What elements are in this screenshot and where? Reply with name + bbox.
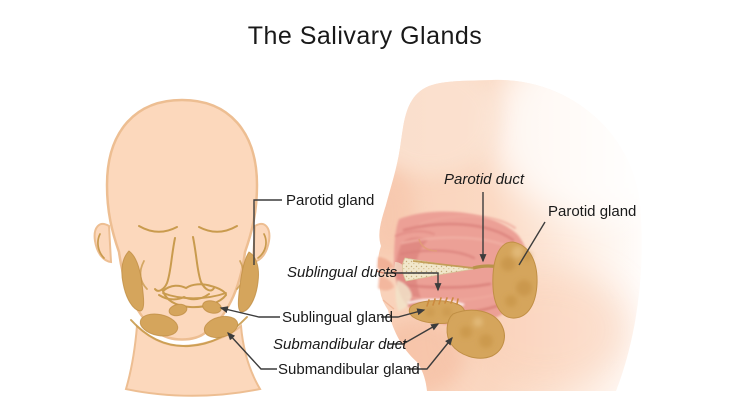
- side-head-figure: [376, 79, 642, 391]
- label-submandibular-gland: Submandibular gland: [278, 361, 420, 378]
- parotid-gland-left: [121, 250, 145, 312]
- parotid-gland-right: [237, 251, 259, 313]
- front-head-skin: [105, 98, 259, 341]
- leader-submandibular-gland-right: [407, 336, 453, 370]
- front-glands: [121, 250, 259, 339]
- sublingual-gland-left: [168, 303, 188, 317]
- leader-submandibular-gland-left: [227, 331, 277, 370]
- gland-mottling: [425, 246, 532, 348]
- leader-parotid-gland-front: [253, 199, 282, 265]
- page-title: The Salivary Glands: [247, 22, 483, 50]
- sublingual-ducts-dashes: [426, 297, 459, 307]
- label-sublingual-gland: Sublingual gland: [282, 309, 393, 326]
- submandibular-gland-left: [139, 313, 179, 337]
- leader-submandibular-duct: [389, 323, 440, 345]
- label-sublingual-ducts: Sublingual ducts: [287, 264, 398, 281]
- label-submandibular-duct: Submandibular duct: [273, 336, 407, 353]
- leader-lines: [219, 192, 546, 370]
- label-parotid-gland-side: Parotid gland: [548, 203, 637, 220]
- profile-face-details: [376, 238, 438, 310]
- right-ear: [251, 222, 271, 264]
- leader-sublingual-gland-left: [219, 306, 280, 318]
- label-parotid-duct: Parotid duct: [444, 171, 525, 188]
- tongue-line: [407, 298, 465, 307]
- leader-sublingual-ducts: [384, 272, 442, 292]
- label-parotid-gland-front: Parotid gland: [286, 192, 375, 209]
- left-ear: [93, 222, 113, 264]
- leader-sublingual-gland-right: [381, 308, 426, 318]
- parotid-duct-line: [412, 260, 474, 269]
- front-head-figure: [93, 98, 271, 397]
- leader-parotid-gland-side: [518, 221, 546, 266]
